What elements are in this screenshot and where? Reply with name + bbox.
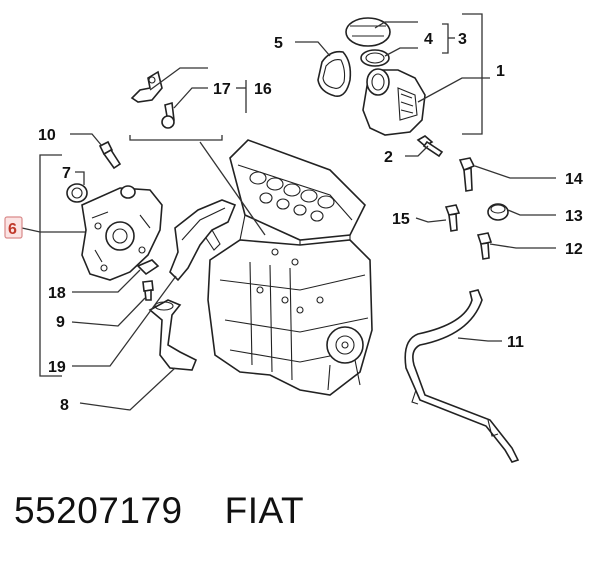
callout-1: 1 [496, 63, 505, 80]
callout-9: 9 [56, 314, 65, 331]
callout-10: 10 [38, 127, 56, 144]
callout-16: 16 [254, 81, 272, 98]
bolt-10-part [98, 140, 122, 170]
bracket-17-part [130, 70, 175, 129]
bolt-12-part [476, 232, 493, 260]
bolt-9-part [142, 280, 154, 301]
coolant-pipe-11-part [404, 289, 520, 463]
leader-lines [21, 21, 556, 411]
callout-17: 17 [213, 81, 231, 98]
oil-filler-cap-part [345, 17, 391, 67]
callout-14: 14 [565, 171, 583, 188]
callout-3: 3 [458, 31, 467, 48]
callout-6: 6 [8, 221, 17, 238]
plug-13-part [487, 203, 509, 221]
bolt-2-part [416, 135, 444, 158]
callout-15: 15 [392, 211, 410, 228]
exploded-parts-diagram: 1 2 3 4 5 6 7 8 9 10 11 12 13 14 15 16 1… [4, 13, 583, 463]
bolt-15-part [444, 204, 461, 232]
callout-4: 4 [424, 31, 433, 48]
water-pump-cover-6-part [81, 185, 163, 281]
callout-18: 18 [48, 285, 66, 302]
callout-2: 2 [384, 149, 393, 166]
engine-block [207, 139, 373, 396]
callout-5: 5 [274, 35, 283, 52]
thermostat-housing-part [362, 68, 426, 136]
bolt-14-part [458, 157, 476, 192]
part-info-footer: 55207179 FIAT [14, 490, 304, 532]
part-number: 55207179 [14, 490, 183, 531]
callout-19: 19 [48, 359, 66, 376]
callout-labels: 1 2 3 4 5 6 7 8 9 10 11 12 13 14 15 16 1… [4, 31, 583, 414]
callout-6-highlight-box [4, 216, 23, 239]
gasket-19-part [169, 199, 237, 282]
oil-pickup-8-part [148, 299, 198, 371]
callout-11: 11 [507, 334, 524, 351]
callout-12: 12 [565, 241, 583, 258]
seal-7-part [66, 183, 88, 203]
callout-8: 8 [60, 397, 69, 414]
seal-ring-part [317, 50, 352, 97]
callout-13: 13 [565, 208, 583, 225]
callout-7: 7 [62, 165, 71, 182]
brand-name: FIAT [224, 490, 305, 531]
clip-18-part [136, 259, 160, 276]
